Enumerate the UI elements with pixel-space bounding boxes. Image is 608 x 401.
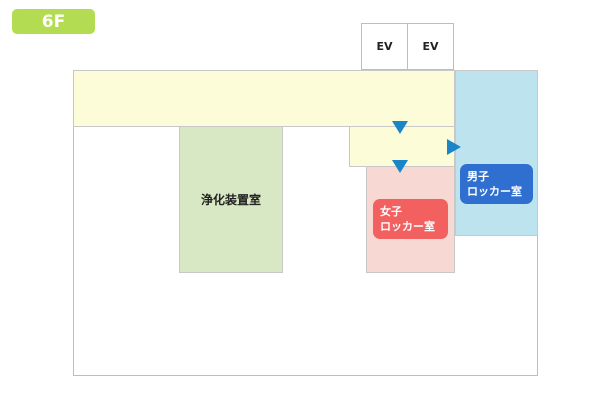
arrow-down-corridor-icon [392,121,408,134]
men-locker-line2: ロッカー室 [467,185,522,198]
elevator-2: EV [407,23,454,70]
elevator-1-label: EV [376,40,393,53]
arrow-down-women-icon [392,160,408,173]
arrow-right-men-icon [447,139,461,155]
purification-room-label: 浄化装置室 [200,193,261,207]
men-locker-label: 男子 ロッカー室 [460,164,533,204]
women-locker-line2: ロッカー室 [380,220,435,233]
women-locker-line1: 女子 [380,205,402,218]
women-locker-label: 女子 ロッカー室 [373,199,448,239]
floor-badge: 6F [12,9,95,34]
men-locker-line1: 男子 [467,170,489,183]
men-locker-room [455,70,538,236]
floor-label: 6F [41,11,66,32]
elevator-2-label: EV [422,40,439,53]
purification-room: 浄化装置室 [179,126,283,273]
